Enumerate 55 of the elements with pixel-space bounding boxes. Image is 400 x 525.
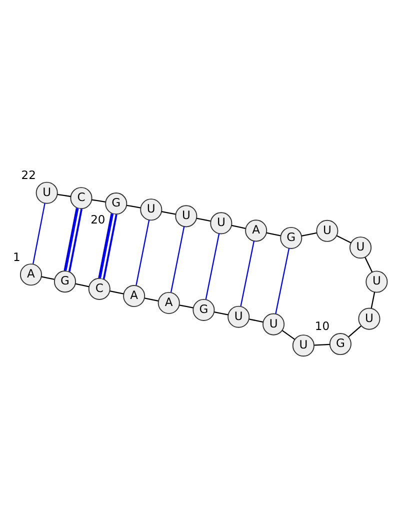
connector xyxy=(205,233,220,299)
node-circle: U xyxy=(292,334,314,356)
connector xyxy=(57,193,71,197)
node-circle: U xyxy=(349,236,372,258)
node-circle: U xyxy=(358,307,380,330)
node-circle: G xyxy=(329,332,352,355)
connector xyxy=(266,232,281,236)
connector xyxy=(170,226,185,292)
node-circle: U xyxy=(262,312,285,335)
connector xyxy=(282,330,295,340)
connector xyxy=(348,325,362,337)
connector xyxy=(136,219,150,286)
connector xyxy=(314,343,330,346)
connector xyxy=(92,198,106,202)
node-label: 1 xyxy=(12,249,20,264)
connector xyxy=(336,234,352,243)
node-circle: U xyxy=(36,181,58,204)
connector xyxy=(179,304,194,308)
node-circle: A xyxy=(245,219,268,242)
connector xyxy=(75,282,90,287)
connector xyxy=(240,240,255,306)
node-label: 20 xyxy=(90,212,106,226)
connector xyxy=(301,232,317,236)
connector xyxy=(144,297,158,301)
node-circle: U xyxy=(316,219,338,242)
node-circle: A xyxy=(123,284,146,307)
connector xyxy=(214,311,228,315)
connector xyxy=(364,256,373,272)
node-circle: U xyxy=(140,198,162,220)
connector xyxy=(231,224,246,228)
node-circle: A xyxy=(158,291,180,314)
connector xyxy=(110,290,124,294)
node-circle: U xyxy=(228,305,250,328)
node-circle: C xyxy=(70,186,92,209)
connector xyxy=(126,204,141,208)
node-circle: G xyxy=(192,298,215,321)
connector xyxy=(32,202,46,264)
connector xyxy=(161,210,176,214)
node-circle: A xyxy=(20,263,42,286)
node-circle: G xyxy=(280,226,302,248)
node-circle: C xyxy=(88,277,110,300)
connector xyxy=(249,318,264,322)
connector xyxy=(370,292,376,308)
connector xyxy=(64,207,82,272)
connector xyxy=(98,213,118,279)
node-label: 22 xyxy=(21,168,36,182)
node-circle: U xyxy=(175,204,198,227)
connector xyxy=(41,276,54,280)
node-circle: G xyxy=(105,192,128,214)
connector xyxy=(196,217,211,222)
node-circle: G xyxy=(54,270,76,292)
node-circle: U xyxy=(210,212,232,234)
connector xyxy=(275,248,290,314)
node-label: 10 xyxy=(314,318,330,333)
node-circle: U xyxy=(366,270,388,292)
